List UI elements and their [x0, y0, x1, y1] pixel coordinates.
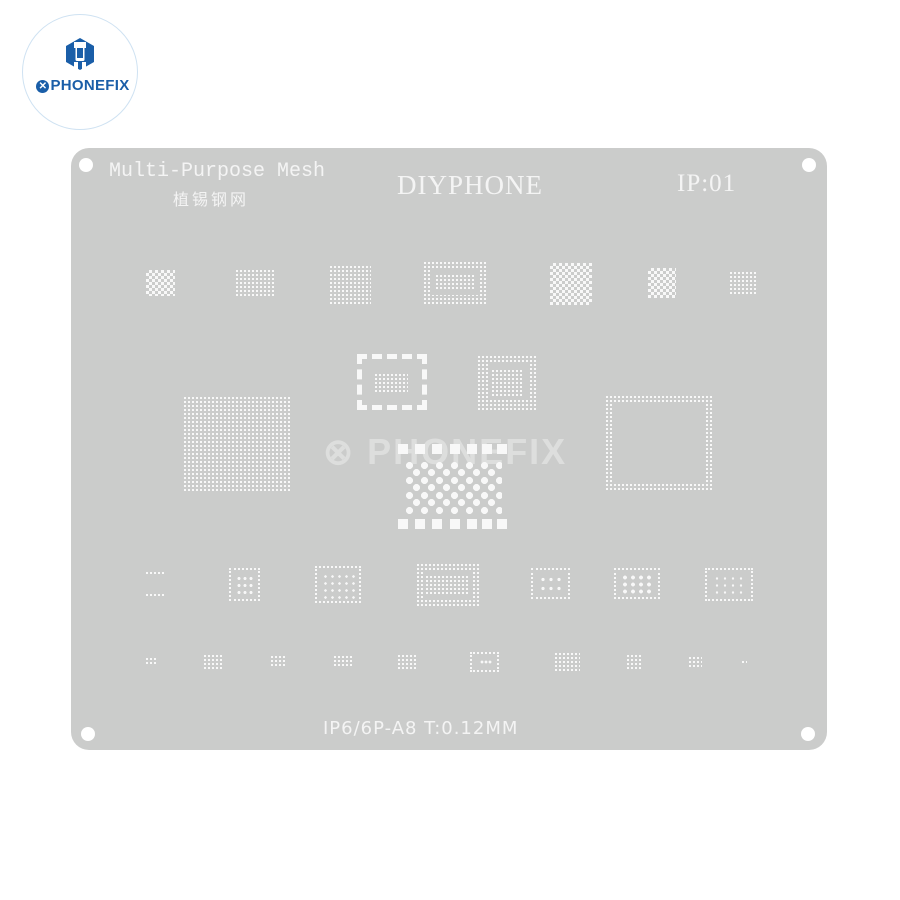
chip-pad-r1-5: [550, 263, 592, 305]
stencil-footer: IP6/6P-A8 T:0.12MM: [323, 718, 519, 739]
chip-pad-r3-3: [315, 566, 361, 603]
chip-pad-r1-4: [424, 260, 486, 305]
chip-pad-r4-1: [146, 656, 158, 666]
chip-pad-r2-1: [357, 354, 427, 410]
chip-pad-r1-3: [330, 264, 371, 305]
chip-pad-r4-10: [742, 659, 747, 664]
chip-pad-cpu-large: [184, 395, 290, 492]
chip-pad-r3-6: [614, 568, 660, 599]
chip-pad-r4-5: [398, 653, 417, 669]
chip-pad-r2-2: [478, 354, 538, 412]
stencil-title-cn: 植锡钢网: [173, 190, 250, 209]
chip-pad-r4-8: [627, 653, 642, 669]
mounting-hole-bottom-left: [81, 727, 95, 741]
chip-pad-r4-9: [689, 655, 702, 667]
stencil-brand: DIYPHONE: [397, 170, 543, 200]
chip-pad-r3-4: [417, 562, 479, 607]
chip-pad-r1-1: [146, 270, 175, 296]
mounting-hole-bottom-right: [801, 727, 815, 741]
chip-pad-r3-2: [229, 568, 260, 601]
chip-pad-r1-7: [730, 270, 756, 295]
chip-pad-ring-large: [606, 394, 714, 491]
wrench-phone-hexagon-icon: [66, 38, 94, 71]
chip-pad-r3-1: [146, 572, 164, 596]
chip-pad-r3-7: [705, 568, 753, 601]
chip-pad-r4-4: [334, 654, 353, 668]
mounting-hole-top-right: [802, 158, 816, 172]
phonefix-logo: ✕PHONEFIX: [22, 14, 138, 130]
x-circle-icon: ✕: [36, 80, 50, 93]
mounting-hole-top-left: [79, 158, 93, 172]
chip-pad-r4-7: [555, 651, 580, 671]
chip-pad-r3-5: [531, 568, 570, 599]
chip-pad-r1-6: [648, 268, 676, 298]
chip-pad-r4-2: [204, 653, 223, 669]
chip-pad-r4-3: [271, 654, 287, 668]
chip-pad-r4-6: [470, 652, 499, 672]
chip-pad-diamond-array: [398, 444, 508, 529]
stencil-model-id: IP:01: [677, 170, 737, 197]
stencil-title-en: Multi-Purpose Mesh: [109, 160, 326, 183]
chip-pad-r1-2: [236, 268, 276, 298]
bga-stencil-plate: Multi-Purpose Mesh 植锡钢网 DIYPHONE IP:01 ⊗…: [71, 148, 827, 750]
logo-wordmark: ✕PHONEFIX: [33, 77, 133, 94]
